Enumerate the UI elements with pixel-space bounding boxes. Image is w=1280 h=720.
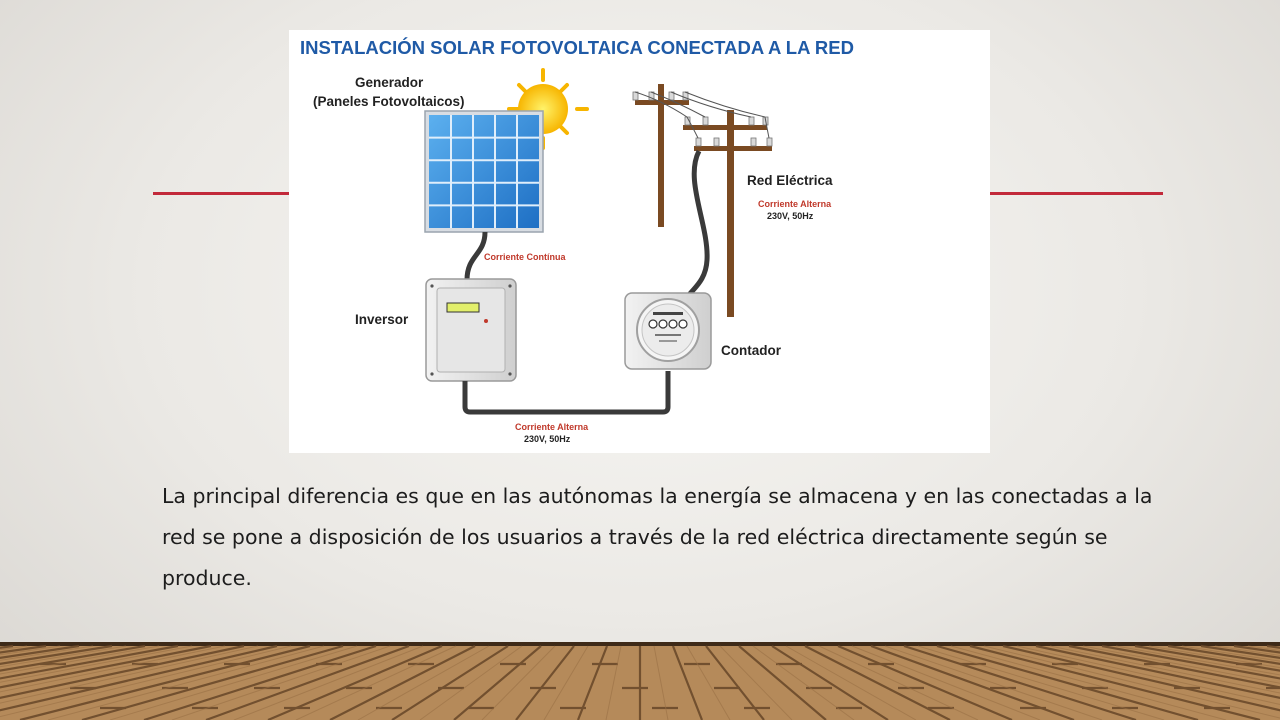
generator-label: Generador (355, 75, 424, 90)
meter-label: Contador (721, 343, 782, 358)
solar-panel-icon (424, 110, 544, 233)
caption-text: La principal diferencia es que en las au… (162, 484, 1153, 590)
grid-current-label: Corriente Alterna (758, 199, 832, 209)
grid-label: Red Eléctrica (747, 173, 833, 188)
inverter-icon (425, 278, 517, 382)
dc-cable (464, 231, 488, 281)
solar-installation-diagram: INSTALACIÓN SOLAR FOTOVOLTAICA CONECTADA… (289, 30, 990, 453)
diagram-title: INSTALACIÓN SOLAR FOTOVOLTAICA CONECTADA… (300, 37, 854, 58)
electric-meter-icon (624, 292, 712, 370)
inverter-label: Inversor (355, 312, 409, 327)
ac-current-label: Corriente Alterna (515, 422, 589, 432)
generator-sublabel: (Paneles Fotovoltaicos) (313, 94, 465, 109)
grid-current-value: 230V, 50Hz (767, 211, 814, 221)
utility-poles-icon (632, 84, 773, 317)
dc-current-label: Corriente Contínua (484, 252, 566, 262)
wood-floor (0, 642, 1280, 720)
accent-line-left (153, 192, 293, 195)
ac-cable (462, 371, 671, 415)
ac-current-value: 230V, 50Hz (524, 434, 571, 444)
grid-cable (686, 149, 710, 297)
accent-line-right (985, 192, 1163, 195)
